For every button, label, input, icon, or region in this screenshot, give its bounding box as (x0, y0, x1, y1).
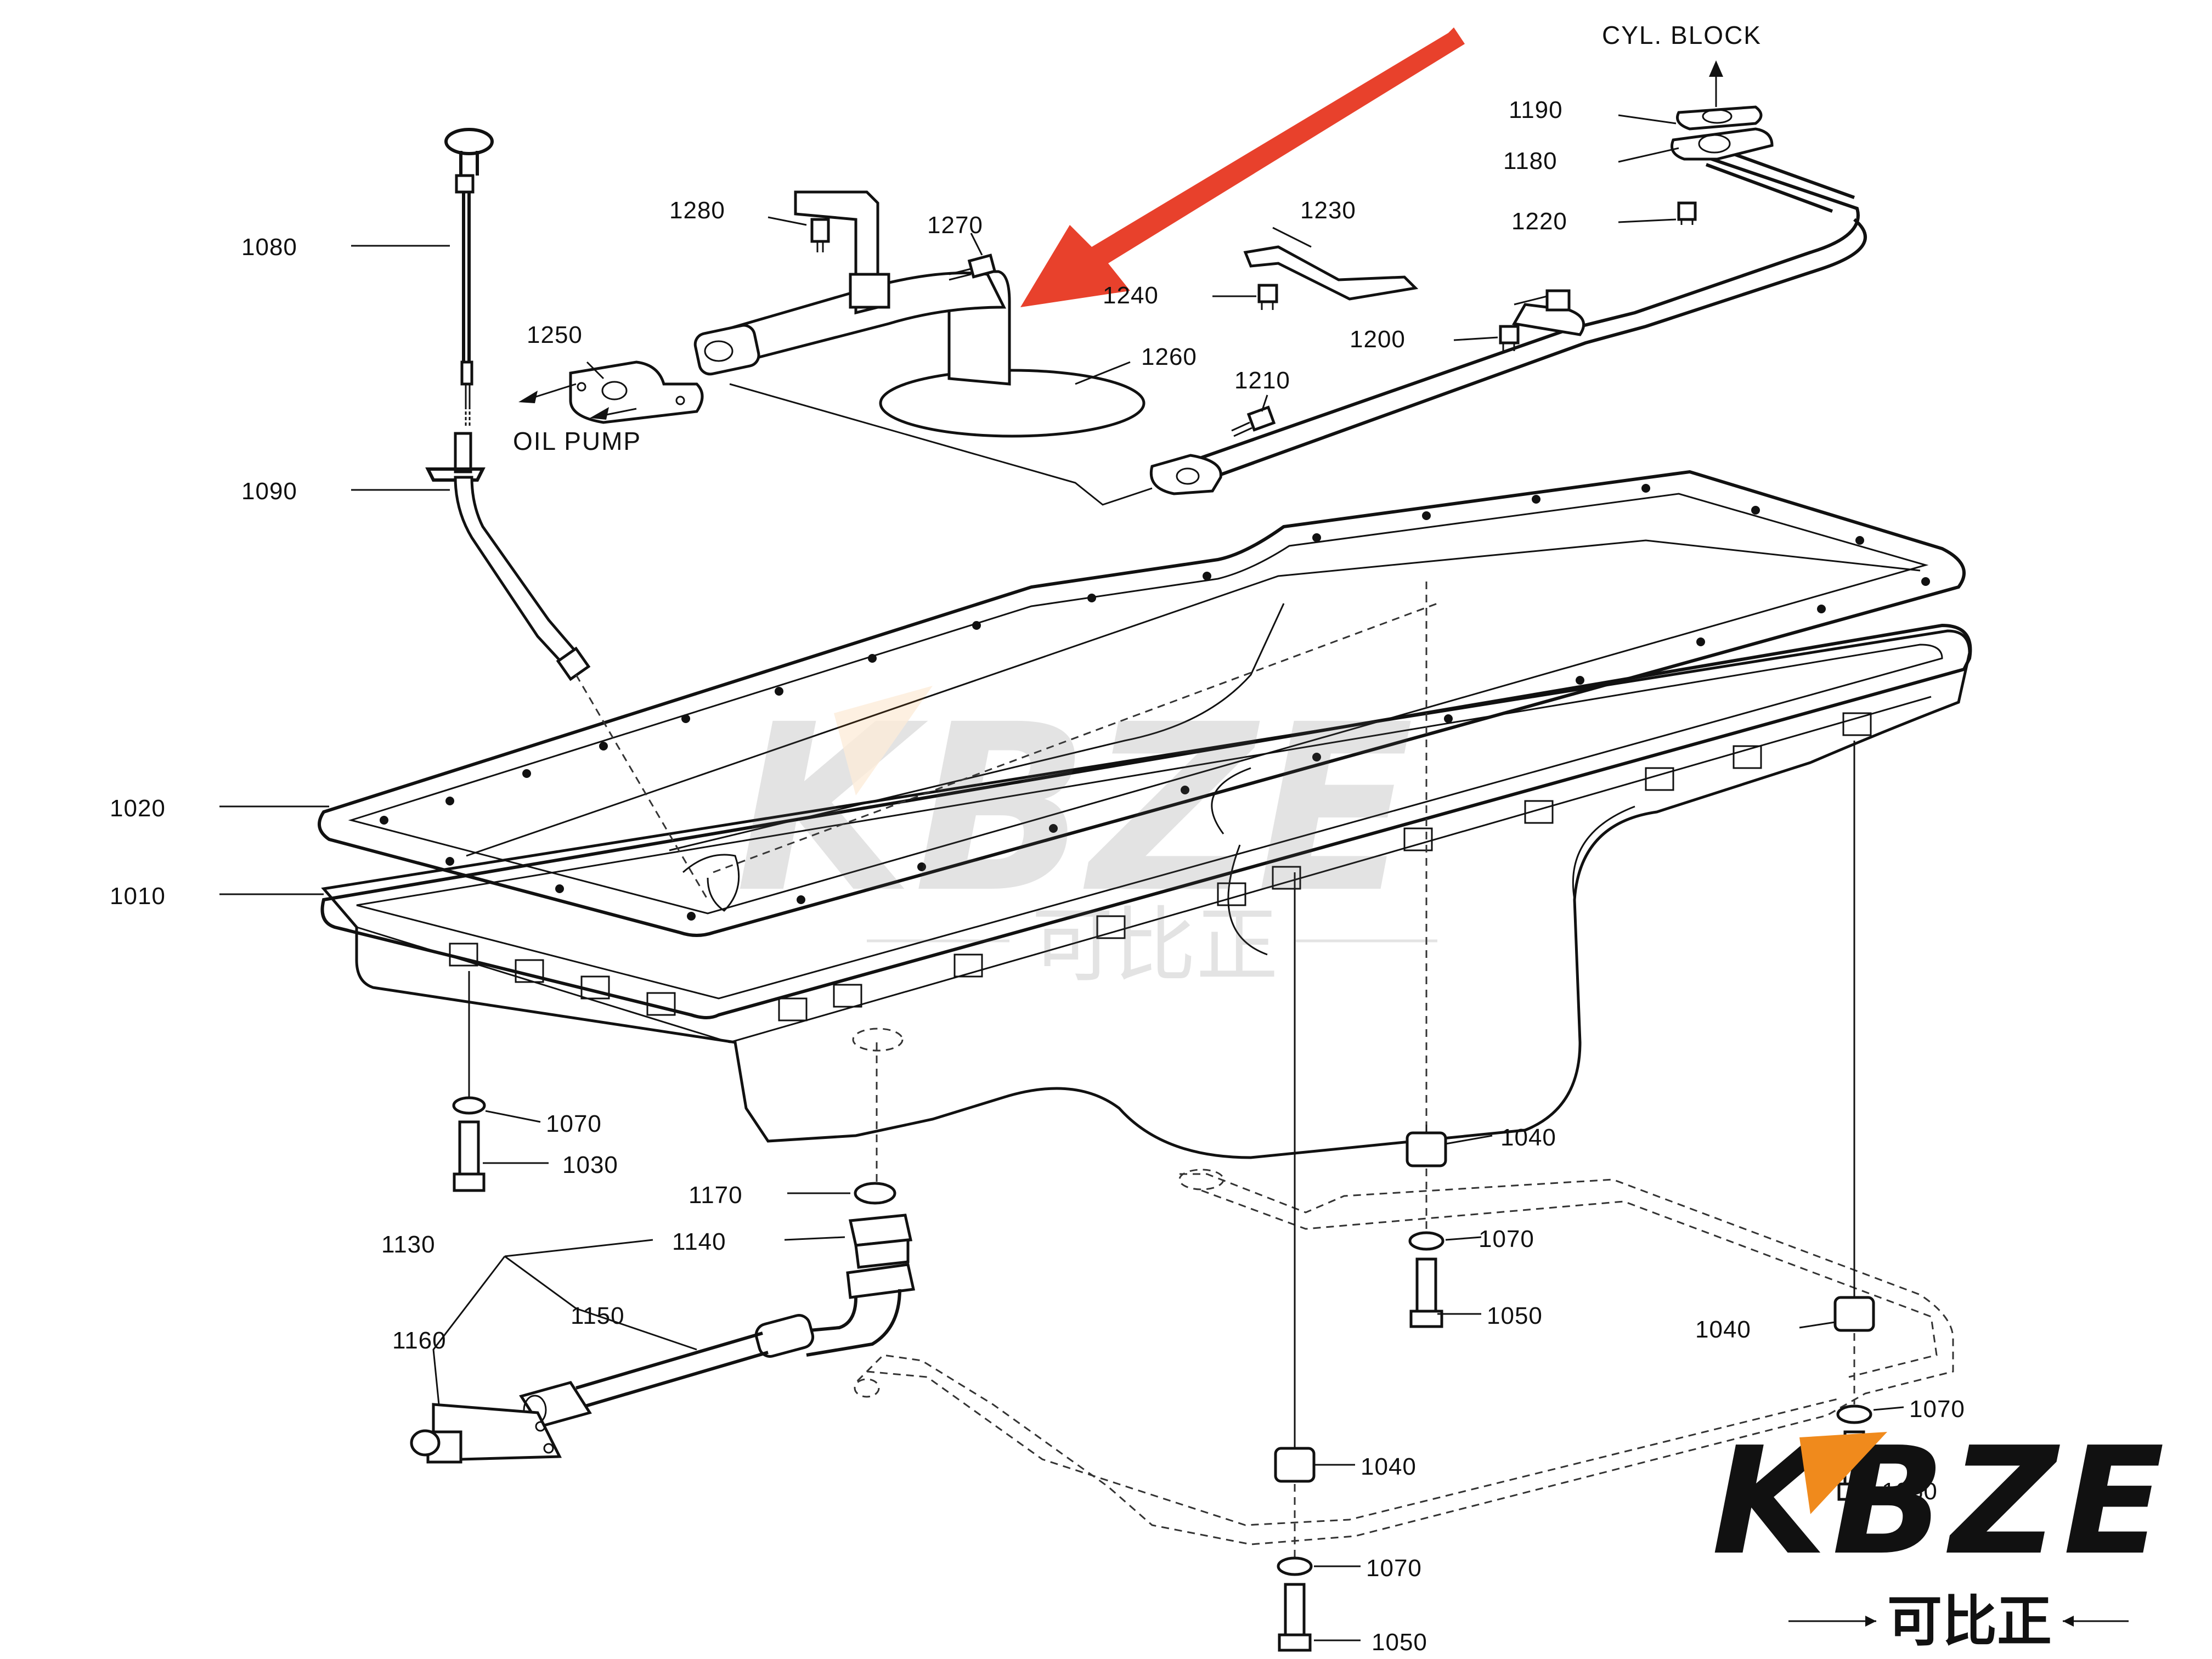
label-1090: 1090 (241, 478, 297, 505)
oil-pickup-tube (693, 190, 1146, 438)
watermark-brand-cn: 可比正 (1031, 898, 1278, 994)
bolt-1050-low (1278, 1583, 1312, 1652)
label-1180: 1180 (1503, 148, 1558, 174)
washer-1070-mid (1408, 1231, 1444, 1251)
oil-pan-gasket (318, 470, 1966, 1125)
flange-1180 (1671, 127, 1774, 161)
logo-brand: KBZE (1712, 1415, 2170, 1588)
spacer-1040-right (1833, 1296, 1875, 1332)
label-1130: 1130 (381, 1231, 436, 1258)
gasket-1250 (569, 360, 704, 424)
center-watermark: KBZE 可比正 (735, 675, 1437, 994)
label-1270: 1270 (927, 212, 983, 239)
label-1240: 1240 (1103, 282, 1159, 309)
label-1040-b: 1040 (1695, 1316, 1751, 1343)
bolt-1220 (1677, 201, 1697, 225)
label-1010: 1010 (110, 883, 166, 910)
label-1220: 1220 (1511, 208, 1567, 235)
label-1250: 1250 (527, 321, 583, 348)
bolt-1240 (1257, 284, 1278, 310)
note-cyl-block: CYL. BLOCK (1602, 21, 1762, 49)
label-1040-a: 1040 (1500, 1124, 1556, 1151)
label-1080: 1080 (241, 234, 297, 261)
washer-1070-left (452, 1096, 486, 1115)
spacer-1040-mid (1406, 1131, 1447, 1167)
label-1160: 1160 (392, 1327, 447, 1354)
label-1020: 1020 (110, 795, 166, 822)
logo-brand-cn: 可比正 (1887, 1589, 2052, 1654)
label-1040-c: 1040 (1361, 1453, 1417, 1480)
label-1070-a: 1070 (546, 1110, 602, 1137)
washer-1070-low (1277, 1556, 1313, 1576)
label-1230: 1230 (1300, 197, 1356, 224)
mounting-bracket-outline (854, 1169, 1954, 1545)
gasket-1190 (1676, 105, 1763, 131)
label-1170: 1170 (689, 1182, 743, 1209)
dipstick-tube (425, 432, 740, 912)
oil-pan (320, 623, 1972, 1159)
oil-return-pipe (1149, 142, 1867, 495)
label-1050-a: 1050 (1487, 1302, 1543, 1329)
corner-logo: KBZE 可比正 (1712, 1415, 2170, 1654)
bolt-1270 (949, 253, 997, 281)
label-1030: 1030 (562, 1152, 618, 1178)
label-1070-d: 1070 (1366, 1555, 1422, 1582)
washer-1070-right (1836, 1404, 1872, 1424)
label-1050-c: 1050 (1372, 1629, 1427, 1656)
label-1200: 1200 (1350, 326, 1406, 353)
drain-plug-assembly (410, 1182, 916, 1464)
spacer-1040-low (1274, 1447, 1316, 1483)
label-1190: 1190 (1509, 97, 1563, 123)
bolt-1030 (453, 1120, 486, 1192)
label-1070-c: 1070 (1909, 1396, 1965, 1423)
label-1210: 1210 (1234, 367, 1290, 394)
bolt-1200 (1499, 325, 1520, 351)
label-1260: 1260 (1141, 343, 1197, 370)
leader-lines (219, 114, 1904, 1641)
label-1070-b: 1070 (1479, 1226, 1534, 1252)
watermark-brand: KBZE (735, 675, 1414, 944)
label-1280: 1280 (669, 197, 725, 224)
dipstick (444, 128, 494, 428)
label-1150: 1150 (571, 1302, 625, 1329)
label-1140: 1140 (672, 1228, 726, 1255)
label-1050-b: 1050 (1882, 1478, 1938, 1505)
note-oil-pump: OIL PUMP (513, 427, 641, 455)
bolt-1050-mid (1409, 1257, 1443, 1328)
indicator-arrow (1020, 27, 1465, 307)
bolt-1210 (1231, 405, 1276, 437)
clamp-1230 (1243, 245, 1419, 301)
